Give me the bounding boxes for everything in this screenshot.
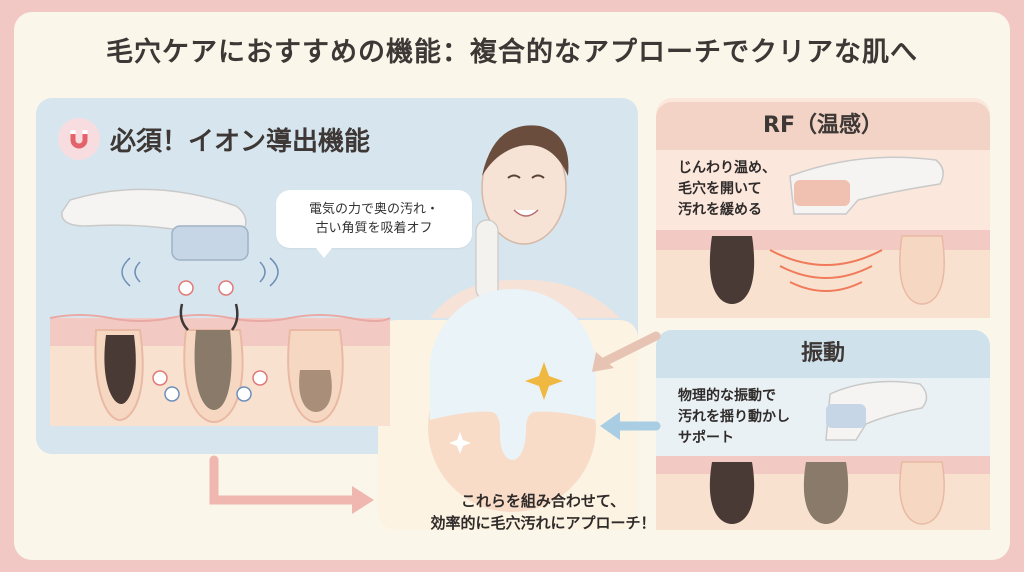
vibration-heading: 振動	[656, 330, 990, 378]
rf-skin-illustration	[656, 156, 990, 318]
center-caption-line-1: これらを組み合わせて、	[460, 492, 626, 510]
rf-text-line-1: じんわり温め、	[678, 160, 776, 176]
ion-bubble-line-1: 電気の力で奥の汚れ・	[308, 202, 439, 217]
clear-pore-illustration	[428, 288, 596, 512]
magnet-icon	[58, 118, 100, 160]
rf-description: じんわり温め、 毛穴を開いて 汚れを緩める	[678, 158, 776, 221]
vibration-description: 物理的な振動で 汚れを揺り動かし サポート	[678, 386, 790, 449]
ion-device-icon	[61, 188, 279, 287]
woman-illustration	[430, 125, 620, 318]
vibration-skin-illustration	[656, 380, 990, 530]
ion-speech-bubble: 電気の力で奥の汚れ・ 古い角質を吸着オフ	[276, 190, 472, 258]
rf-heading: RF（温感）	[656, 102, 990, 150]
vibration-text-line-3: サポート	[678, 430, 734, 446]
vibration-text-line-2: 汚れを揺り動かし	[678, 409, 790, 425]
ion-bubble-line-2: 古い角質を吸着オフ	[315, 221, 433, 236]
ion-skin-illustration	[49, 314, 391, 426]
ion-particles	[152, 280, 268, 402]
rf-text-line-2: 毛穴を開いて	[678, 181, 762, 197]
center-caption: これらを組み合わせて、 効率的に毛穴汚れにアプローチ！	[378, 490, 708, 534]
center-caption-line-2: 効率的に毛穴汚れにアプローチ！	[430, 514, 656, 532]
ion-heading: 必須！イオン導出機能	[110, 126, 371, 157]
flow-arrows	[209, 331, 661, 514]
rf-text-line-3: 汚れを緩める	[678, 202, 762, 218]
vibration-text-line-1: 物理的な振動で	[678, 388, 776, 404]
page-title: 毛穴ケアにおすすめの機能：複合的なアプローチでクリアな肌へ	[106, 37, 918, 68]
ion-header: 必須！イオン導出機能	[58, 118, 370, 160]
